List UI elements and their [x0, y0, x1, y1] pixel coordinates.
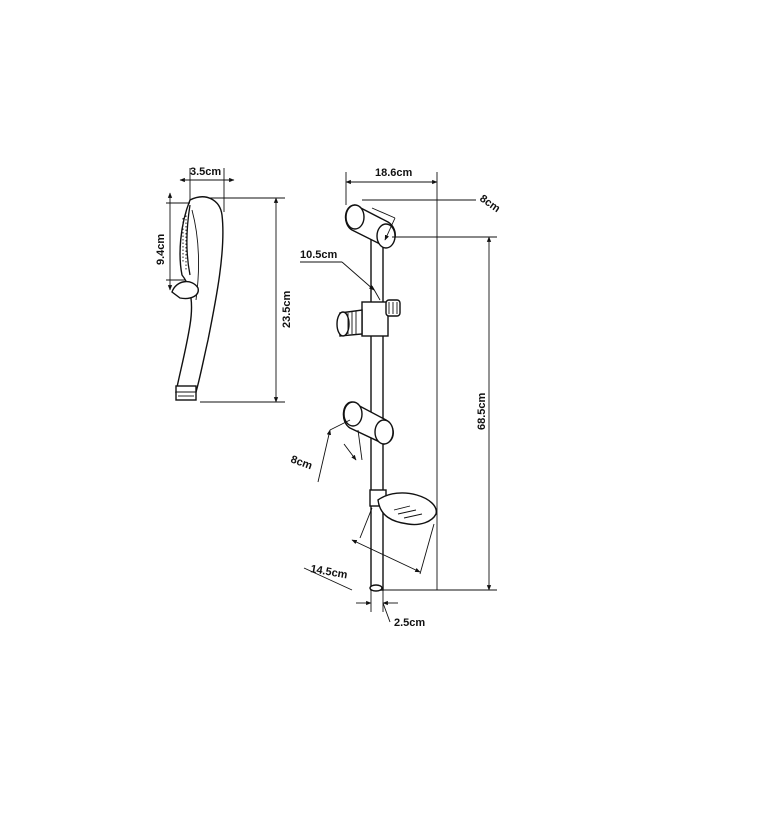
dim-lower-bracket-depth: 8cm: [289, 419, 363, 483]
dim-rail-length: 68.5cm: [380, 236, 497, 591]
dim-handshower-width: 3.5cm: [179, 166, 235, 212]
dim-soap-dish-width-label: 14.5cm: [309, 563, 348, 581]
dim-handshower-face: 9.4cm: [155, 192, 190, 291]
dim-handshower-face-label: 9.4cm: [155, 234, 167, 265]
dim-slider-depth-label: 10.5cm: [300, 249, 338, 261]
hand-shower-drawing: [171, 196, 224, 401]
dim-bracket-span-label: 18.6cm: [375, 167, 413, 179]
dim-top-bracket-depth-label: 8cm: [477, 193, 502, 216]
dim-rail-length-label: 68.5cm: [476, 392, 488, 430]
dim-handshower-length: 23.5cm: [200, 197, 293, 403]
dim-bracket-span: 18.6cm: [345, 167, 438, 590]
dim-rail-diameter: 2.5cm: [356, 590, 425, 629]
shower-rail-drawing: [336, 204, 437, 592]
dim-handshower-width-label: 3.5cm: [190, 166, 221, 178]
dim-handshower-length-label: 23.5cm: [281, 290, 293, 328]
dim-lower-bracket-depth-label: 8cm: [289, 454, 314, 473]
dim-rail-diameter-label: 2.5cm: [394, 617, 425, 629]
dim-slider-depth: 10.5cm: [300, 249, 381, 301]
